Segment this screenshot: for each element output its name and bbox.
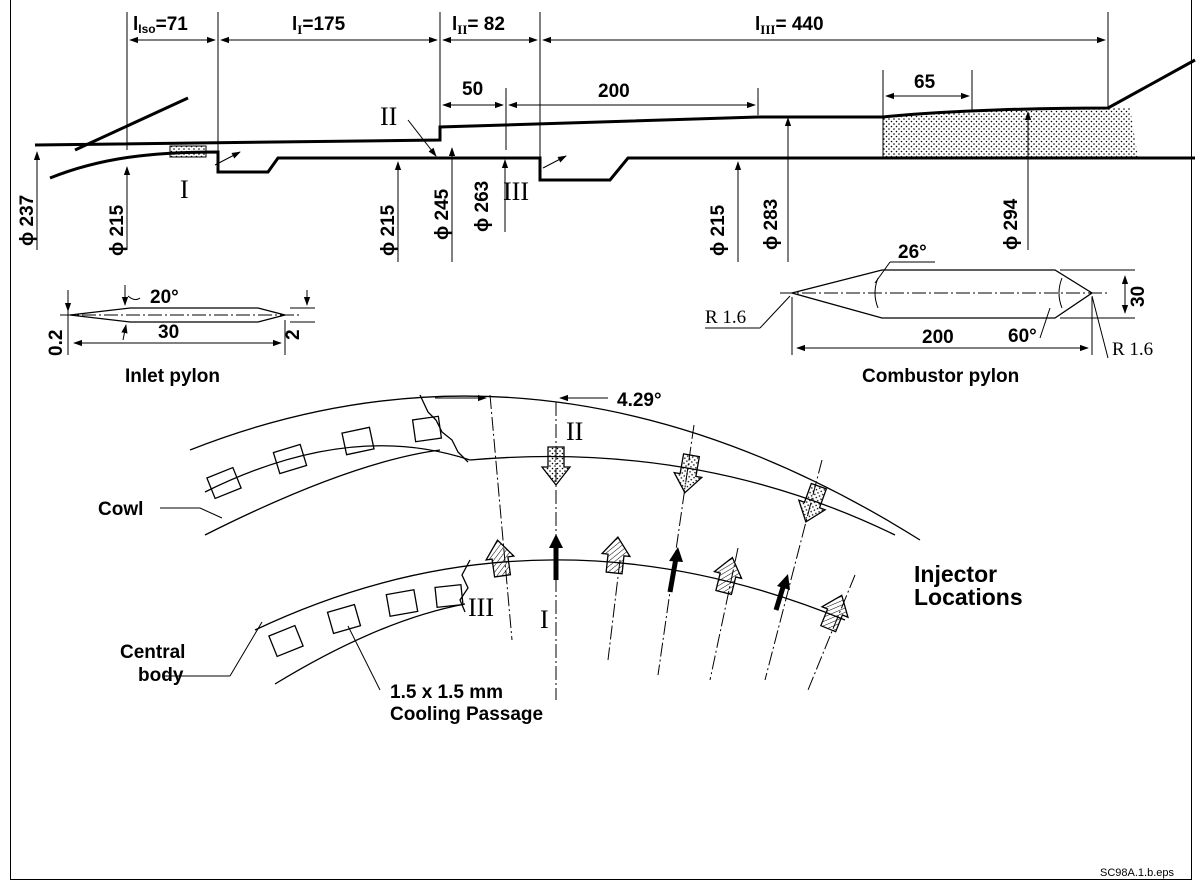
combustor-pylon-title: Combustor pylon: [862, 366, 1019, 387]
combustor-pylon-angle-1: 26°: [898, 242, 927, 263]
station-I: I: [180, 175, 189, 204]
drawing-frame: [10, 0, 1192, 880]
diameter-294: ϕ 294: [1001, 198, 1022, 250]
inlet-pylon-angle: 20°: [150, 287, 179, 308]
footer-filename: SC98A.1.b.eps: [1100, 867, 1174, 879]
injector-title-1: Injector: [914, 561, 997, 587]
dim-l-1: lI=175: [292, 14, 346, 37]
inlet-pylon: 20° 30 0.2 2 Inlet pylon: [46, 285, 315, 387]
injector-title-2: Locations: [914, 584, 1023, 610]
injector-arrow-hatched-4: [819, 594, 849, 633]
combustor-pylon: 26° 60° 200 30 R 1.6 R 1.6 Combustor pyl…: [705, 242, 1153, 387]
cooling-passage-label-2: Cooling Passage: [390, 704, 543, 725]
station-III: III: [503, 177, 529, 206]
combustor-pylon-radius-left: R 1.6: [705, 307, 746, 328]
engine-profile: I II III: [34, 58, 1196, 206]
injector-arrow-hatched-3: [712, 556, 743, 596]
diameter-245: ϕ 245: [432, 188, 453, 240]
diameter-215-inlet: ϕ 215: [107, 204, 128, 256]
central-body-label-2: body: [138, 665, 184, 686]
inlet-pylon-tip: 0.2: [46, 330, 67, 356]
dim-200: 200: [598, 81, 630, 102]
cooling-passage-label-1: 1.5 x 1.5 mm: [390, 682, 503, 703]
diameter-263: ϕ 263: [472, 181, 493, 232]
dim-l-2: lII= 82: [452, 14, 505, 37]
dim-50: 50: [462, 79, 483, 100]
injector-locations: 4.29°: [98, 390, 1023, 725]
injector-arrow-cowl-2: [673, 453, 704, 494]
injector-angle: 4.29°: [617, 390, 662, 411]
injector-ring-III: III: [468, 593, 494, 622]
dim-65: 65: [914, 72, 936, 93]
inlet-pylon-thickness: 2: [283, 329, 304, 340]
injector-arrow-hatched-1: [484, 539, 516, 578]
inlet-pylon-length: 30: [158, 322, 179, 343]
station-II: II: [380, 102, 397, 131]
injector-arrow-solid-1: [549, 534, 563, 580]
diameter-215-combustor: ϕ 215: [708, 204, 729, 256]
diameter-215-isolator: ϕ 215: [378, 204, 399, 256]
cowl-label: Cowl: [98, 499, 143, 520]
injector-arrow-hatched-2: [600, 536, 632, 575]
injector-arrow-solid-2: [667, 547, 683, 593]
inlet-pylon-title: Inlet pylon: [125, 366, 220, 387]
cooling-passages-cowl: [206, 415, 443, 500]
injector-ring-I: I: [540, 605, 549, 634]
injector-arrow-solid-3: [773, 574, 790, 611]
central-body-label-1: Central: [120, 642, 185, 663]
injector-arrow-cowl-3: [797, 482, 828, 523]
diameter-marks: ϕ 237 ϕ 215 ϕ 215 ϕ 245 ϕ 263 ϕ 215 ϕ 28…: [17, 111, 1032, 262]
combustor-pylon-length: 200: [922, 327, 954, 348]
combustor-pylon-height: 30: [1128, 286, 1149, 307]
diameter-237: ϕ 237: [17, 195, 38, 246]
injector-arrow-cowl-1: [540, 446, 572, 487]
injector-ring-II: II: [566, 417, 583, 446]
dim-l-3: lIII= 440: [755, 14, 824, 37]
dim-l-iso: lIso=71: [133, 14, 188, 36]
cooling-passages-central: [268, 583, 464, 658]
combustor-pylon-angle-2: 60°: [1008, 326, 1037, 347]
top-dimensions: lIso=71 lI=175 lII= 82 lIII= 440: [126, 12, 1109, 165]
sub-dimensions: 50 200 65: [442, 70, 973, 150]
diameter-283: ϕ 283: [761, 199, 782, 250]
combustor-pylon-radius-right: R 1.6: [1112, 339, 1153, 360]
